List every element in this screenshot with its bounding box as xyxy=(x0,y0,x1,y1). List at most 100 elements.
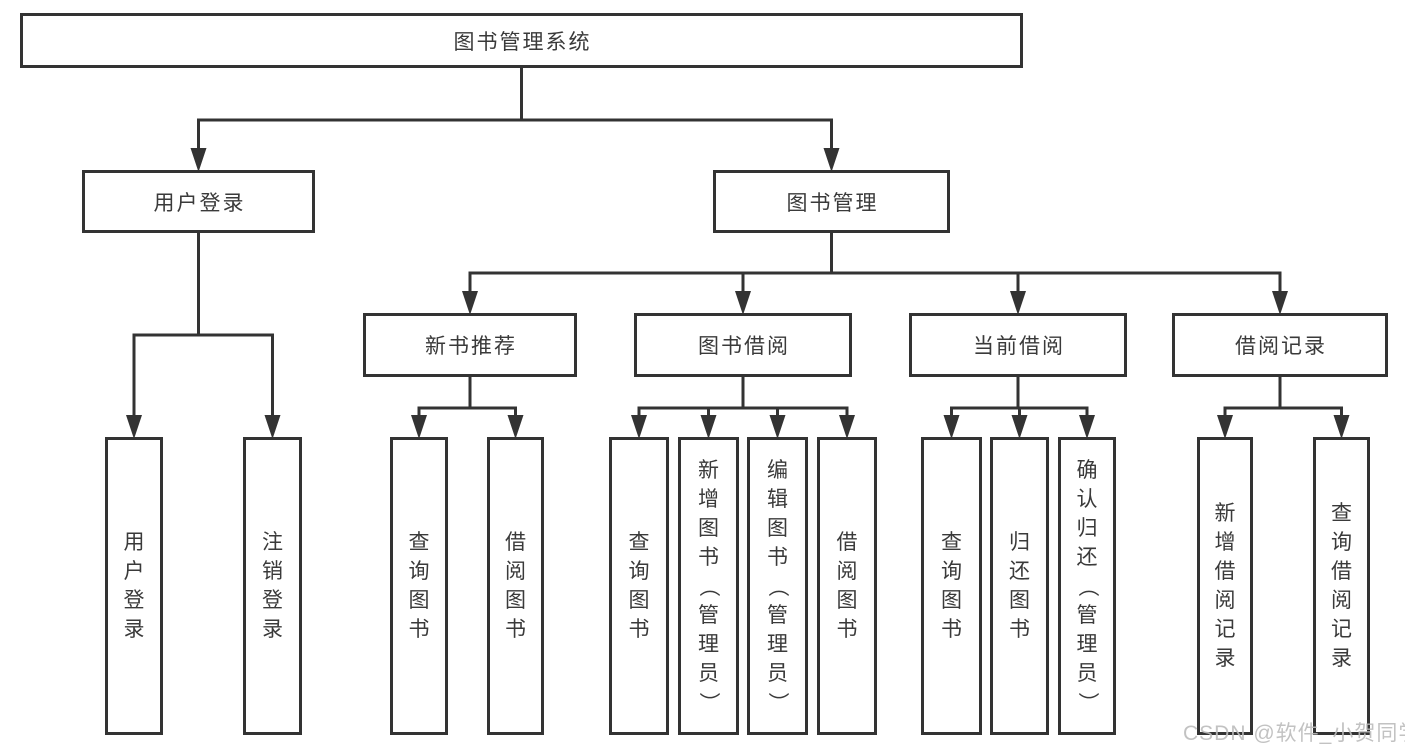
node-label: 借阅图书 xyxy=(505,528,526,644)
node-leaf-br-query: 查询借阅记录 xyxy=(1313,437,1370,735)
label-glyph: 询 xyxy=(628,560,650,583)
arrowhead-icon xyxy=(735,291,751,315)
label-glyph: 录 xyxy=(1331,647,1352,670)
label-glyph: 阅 xyxy=(1214,589,1236,612)
label-glyph: 登 xyxy=(123,589,145,612)
label-glyph: 管 xyxy=(1076,603,1098,627)
label-glyph: （ xyxy=(1075,575,1099,597)
node-label: 图书管理 xyxy=(786,191,879,215)
arrowhead-icon xyxy=(943,415,960,439)
label-glyph: 书 xyxy=(698,545,719,569)
node-user-login: 用户登录 xyxy=(82,170,315,233)
arrowhead-icon xyxy=(411,415,427,439)
label-glyph: 询 xyxy=(408,560,430,583)
label-glyph: 管 xyxy=(698,603,719,627)
label-glyph: 理 xyxy=(767,632,788,656)
node-leaf-bb-borrow: 借阅图书 xyxy=(817,437,877,735)
label-glyph: 理 xyxy=(698,632,719,656)
arrowhead-icon xyxy=(769,415,786,439)
node-leaf-cb-query: 查询图书 xyxy=(921,437,982,735)
label-glyph: 归 xyxy=(1009,531,1030,554)
csdn-watermark: CSDN @软件_小贺同学 xyxy=(1183,722,1405,745)
label-glyph: ） xyxy=(766,691,789,713)
label-glyph: （ xyxy=(766,575,789,597)
label-glyph: 还 xyxy=(1076,545,1098,569)
label-glyph: 阅 xyxy=(836,560,858,583)
label-glyph: 还 xyxy=(1009,560,1030,583)
arrowhead-icon xyxy=(1010,291,1026,315)
node-label: 编辑图书（管理员） xyxy=(766,456,789,717)
node-book-borrow: 图书借阅 xyxy=(634,313,852,377)
node-leaf-logout: 注销登录 xyxy=(243,437,302,735)
node-leaf-bb-add: 新增图书 （ 管理员 ） xyxy=(678,437,739,735)
node-label: 图书管理系统 xyxy=(453,30,592,54)
label-glyph: 书 xyxy=(1009,618,1030,641)
label-glyph: 书 xyxy=(408,618,430,641)
node-label: 查询图书 xyxy=(409,528,430,644)
label-glyph: 辑 xyxy=(767,487,788,511)
label-glyph: 记 xyxy=(1214,618,1236,641)
node-label: 新增借阅记录 xyxy=(1215,499,1236,673)
label-glyph: （ xyxy=(697,575,720,597)
node-leaf-user-login: 用户登录 xyxy=(105,437,163,735)
node-borrow-records: 借阅记录 xyxy=(1172,313,1388,377)
label-glyph: 图 xyxy=(941,589,962,612)
node-root: 图书管理系统 xyxy=(20,13,1023,68)
node-current-borrow: 当前借阅 xyxy=(909,313,1127,377)
arrowhead-icon xyxy=(1217,415,1233,439)
node-label: 查询图书 xyxy=(941,528,962,644)
node-label: 新书推荐 xyxy=(425,335,517,358)
label-glyph: 图 xyxy=(1009,589,1030,612)
label-glyph: 增 xyxy=(698,487,719,511)
node-leaf-cb-return: 归还图书 xyxy=(990,437,1049,735)
node-label: 归还图书 xyxy=(1009,528,1030,644)
label-glyph: 录 xyxy=(123,618,145,641)
label-glyph: 借 xyxy=(1214,560,1236,583)
label-glyph: 询 xyxy=(941,560,962,583)
node-leaf-br-add: 新增借阅记录 xyxy=(1197,437,1253,735)
node-label: 用户登录 xyxy=(124,528,145,644)
node-label: 确认归还（管理员） xyxy=(1076,456,1099,717)
node-leaf-nbr-query: 查询图书 xyxy=(390,437,448,735)
arrowhead-icon xyxy=(1272,291,1288,315)
label-glyph: 增 xyxy=(1214,531,1236,554)
arrowhead-icon xyxy=(839,415,855,439)
node-leaf-bb-query: 查询图书 xyxy=(609,437,669,735)
node-label: 新增图书 （ 管理员 ） xyxy=(697,456,720,717)
label-glyph: 借 xyxy=(1331,560,1352,583)
arrowhead-icon xyxy=(1079,415,1095,439)
label-glyph: 图 xyxy=(505,589,526,612)
arrowhead-icon xyxy=(1333,415,1350,439)
label-glyph: 归 xyxy=(1076,516,1098,540)
label-glyph: 图 xyxy=(698,516,719,540)
label-glyph: 查 xyxy=(1331,502,1352,525)
arrowhead-icon xyxy=(700,415,717,439)
node-leaf-cb-confirm: 确认归还（管理员） xyxy=(1058,437,1116,735)
label-glyph: 新 xyxy=(1214,502,1236,525)
label-glyph: 录 xyxy=(1214,647,1236,670)
label-glyph: 员 xyxy=(767,661,788,685)
node-label: 注销登录 xyxy=(262,528,283,644)
label-glyph: 新 xyxy=(698,458,719,482)
label-glyph: 图 xyxy=(628,589,650,612)
label-glyph: 录 xyxy=(262,618,283,641)
node-new-book-rec: 新书推荐 xyxy=(363,313,577,377)
label-glyph: 注 xyxy=(262,531,283,554)
label-glyph: 确 xyxy=(1076,458,1098,482)
arrowhead-icon xyxy=(1011,415,1028,439)
label-glyph: 销 xyxy=(262,560,283,583)
arrowhead-icon xyxy=(631,415,647,439)
label-glyph: 图 xyxy=(408,589,430,612)
label-glyph: 员 xyxy=(698,661,719,685)
label-glyph: 用 xyxy=(123,531,145,554)
label-glyph: 书 xyxy=(628,618,650,641)
node-label: 用户登录 xyxy=(153,191,246,215)
arrowhead-icon xyxy=(462,291,478,315)
label-glyph: ） xyxy=(697,691,720,713)
label-glyph: 户 xyxy=(123,560,145,583)
label-glyph: 图 xyxy=(767,516,788,540)
node-leaf-nbr-borrow: 借阅图书 xyxy=(487,437,544,735)
label-glyph: 记 xyxy=(1331,618,1352,641)
